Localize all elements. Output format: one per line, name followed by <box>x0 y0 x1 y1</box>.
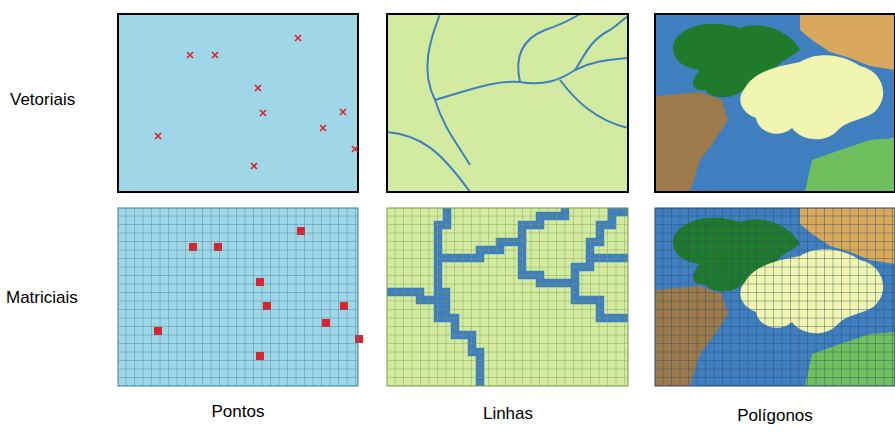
point-markers <box>155 35 358 169</box>
line-features <box>387 14 628 192</box>
row-label: Vetoriais <box>10 90 75 110</box>
line-cells <box>387 208 628 386</box>
lines-raster-panel <box>387 208 628 386</box>
column-label: Pontos <box>212 402 265 422</box>
column-label: Linhas <box>483 404 533 424</box>
polygon-vector-panel <box>655 14 895 192</box>
lines-vector-panel <box>387 14 628 192</box>
column-label: Polígonos <box>737 406 813 426</box>
points-raster-panel <box>118 208 358 386</box>
points-vector-panel <box>118 14 358 192</box>
polygon-raster-panel <box>655 208 895 386</box>
row-label: Matriciais <box>6 288 78 308</box>
